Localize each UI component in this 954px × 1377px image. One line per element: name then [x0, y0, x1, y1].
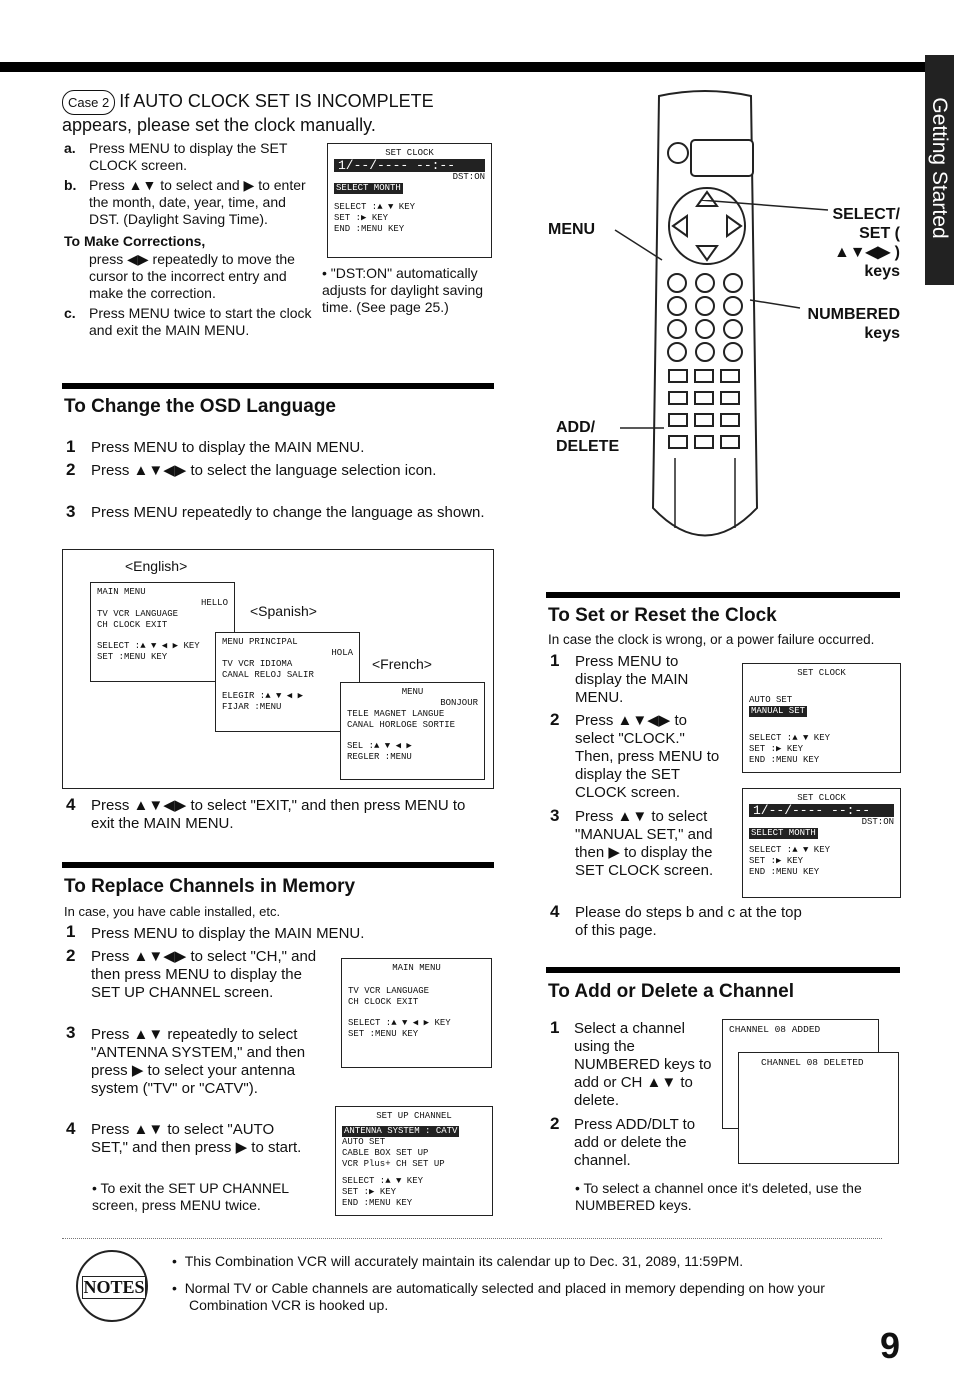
step-text: Press ▲▼ to select "MANUAL SET," and the…	[575, 808, 714, 879]
osd-channel-deleted: CHANNEL 08 DELETED	[738, 1052, 899, 1164]
section-subtitle: In case the clock is wrong, or a power f…	[548, 632, 875, 647]
step-text: Press MENU to display the MAIN MENU.	[575, 653, 689, 706]
step-text: Press MENU to display the MAIN MENU.	[91, 439, 365, 456]
step-text: Press ▲▼◀▶ to select "EXIT," and then pr…	[91, 797, 466, 832]
section-rule	[546, 967, 900, 973]
section-title-set-clock: To Set or Reset the Clock	[548, 605, 777, 626]
notes-divider	[62, 1238, 882, 1239]
corrections-title: To Make Corrections,	[64, 233, 206, 249]
case2-b-label: b.	[64, 177, 77, 193]
step-text: Press ▲▼◀▶ to select "CH," and then pres…	[91, 948, 317, 1001]
step-text: Press MENU repeatedly to change the lang…	[91, 504, 485, 521]
main-menu-english: MAIN MENU HELLO TV VCR LANGUAGE CH CLOCK…	[90, 582, 235, 682]
step-number: 2	[550, 1114, 560, 1133]
step-text: Please do steps b and c at the top of th…	[575, 904, 802, 939]
main-menu-spanish: MENU PRINCIPAL HOLA TV VCR IDIOMA CANAL …	[215, 632, 360, 732]
step-number: 1	[550, 651, 560, 670]
step-number: 3	[550, 806, 560, 825]
case2-title: If AUTO CLOCK SET IS INCOMPLETE appears,…	[62, 91, 434, 135]
osd-key: END :MENU KEY	[334, 224, 405, 234]
osd-set-clock-manual: SET CLOCK AUTO SET MANUAL SET SELECT :▲ …	[742, 663, 901, 773]
language-english-label: <English>	[125, 558, 188, 574]
remote-label-select-set: SELECT/ SET ( ▲▼◀▶ ) keys	[832, 206, 900, 280]
case2-c: Press MENU twice to start the clock and …	[89, 305, 312, 338]
case-badge: Case 2	[62, 90, 116, 115]
dst-note: • "DST:ON" automatically adjusts for day…	[322, 265, 484, 315]
step-text: Press MENU to display the MAIN MENU.	[91, 925, 365, 942]
remote-label-add-delete: ADD/ DELETE	[556, 419, 620, 455]
section-subtitle: In case, you have cable installed, etc.	[64, 904, 281, 919]
remote-callout-lines	[614, 200, 829, 429]
osd-title: SET CLOCK	[385, 148, 434, 158]
osd-key: SELECT :▲ ▼ KEY	[334, 202, 416, 212]
case2-c-label: c.	[64, 305, 76, 321]
remote-label-menu: MENU	[548, 221, 596, 238]
osd-set-clock: SET CLOCK 1/--/---- --:-- DST:ON SELECT …	[327, 143, 492, 258]
case2-b: Press ▲▼ to select and ▶ to enter the mo…	[89, 177, 306, 227]
step-number: 3	[66, 502, 76, 521]
step-text: Press ▲▼◀▶ to select "CLOCK." Then, pres…	[575, 712, 720, 801]
section-title-add-delete: To Add or Delete a Channel	[548, 981, 794, 1002]
notes-icon: NOTES	[76, 1250, 148, 1322]
osd-clock-value: 1/--/---- --:--	[334, 159, 485, 172]
language-french-label: <French>	[372, 656, 432, 672]
section-tab: Getting Started	[925, 55, 954, 285]
note-item: • This Combination VCR will accurately m…	[172, 1253, 744, 1269]
osd-key: SET :▶ KEY	[334, 213, 389, 223]
section-rule	[62, 383, 494, 389]
osd-set-clock-month: SET CLOCK 1/--/---- --:-- DST:ON SELECT …	[742, 788, 901, 898]
corrections-text: press ◀▶ repeatedly to move the cursor t…	[89, 251, 295, 301]
main-menu-ch: MAIN MENU TV VCR LANGUAGE CH CLOCK EXIT …	[341, 958, 492, 1068]
osd-set-up-channel: SET UP CHANNEL ANTENNA SYSTEM : CATV AUT…	[335, 1106, 493, 1216]
top-bar	[0, 62, 925, 72]
page-number: 9	[880, 1325, 901, 1366]
step-number: 4	[66, 1119, 76, 1138]
step-number: 1	[66, 922, 76, 941]
adddel-note: • To select a channel once it's deleted,…	[575, 1180, 862, 1213]
step-text: Press ▲▼◀▶ to select the language select…	[91, 462, 437, 479]
main-menu-french: MENU BONJOUR TELE MAGNET LANGUE CANAL HO…	[340, 682, 485, 780]
step-text: Press ADD/DLT to add or delete the chann…	[574, 1116, 696, 1169]
case2-a-label: a.	[64, 140, 76, 156]
step-number: 1	[66, 437, 76, 456]
step-number: 1	[550, 1018, 560, 1037]
osd-dst: DST:ON	[452, 172, 485, 182]
replace-note: • To exit the SET UP CHANNEL screen, pre…	[92, 1180, 289, 1213]
osd-highlight: SELECT MONTH	[334, 183, 403, 194]
step-number: 3	[66, 1023, 76, 1042]
step-number: 4	[550, 902, 560, 921]
section-title-osd-language: To Change the OSD Language	[64, 396, 336, 417]
note-item: • Normal TV or Cable channels are automa…	[172, 1280, 825, 1313]
step-number: 2	[66, 460, 76, 479]
section-rule	[546, 592, 900, 598]
case2-a: Press MENU to display the SET CLOCK scre…	[89, 140, 288, 173]
step-number: 2	[550, 710, 560, 729]
step-number: 2	[66, 946, 76, 965]
step-text: Press ▲▼ repeatedly to select "ANTENNA S…	[91, 1026, 306, 1097]
section-rule	[62, 862, 494, 868]
section-title-replace-channels: To Replace Channels in Memory	[64, 876, 356, 897]
step-text: Press ▲▼ to select "AUTO SET," and then …	[91, 1121, 302, 1156]
language-frame	[62, 549, 494, 789]
step-text: Select a channel using the NUMBERED keys…	[574, 1020, 712, 1109]
remote-label-numbered: NUMBERED keys	[807, 306, 900, 342]
language-spanish-label: <Spanish>	[250, 603, 317, 619]
step-number: 4	[66, 795, 76, 814]
